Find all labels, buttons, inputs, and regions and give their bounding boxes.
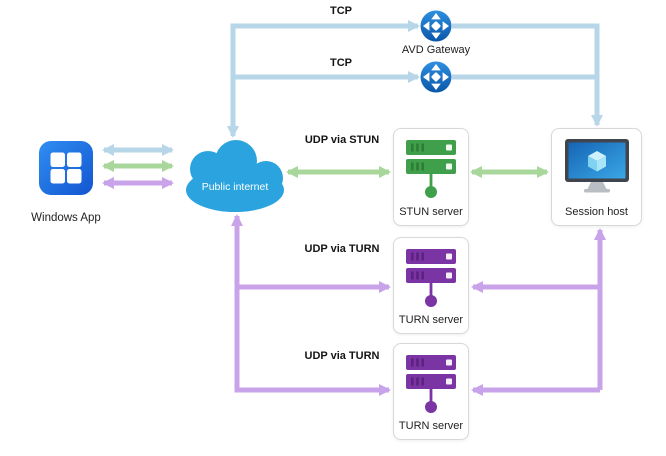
turn-server-icon-1 <box>406 249 456 307</box>
tcp-label-top: TCP <box>330 5 352 17</box>
session-host-monitor-icon <box>564 139 629 193</box>
tcp-label-bottom: TCP <box>330 57 352 69</box>
turn-server-icon-2 <box>406 355 456 413</box>
windows-app-label: Windows App <box>31 212 101 224</box>
turn-server-label-1: TURN server <box>398 314 464 326</box>
stun-server-icon <box>406 140 456 198</box>
turn-server-label-2: TURN server <box>398 420 464 432</box>
stun-server-node: STUN server <box>393 128 469 226</box>
public-internet-node: Public internet <box>176 138 294 214</box>
avd-gateway-icon-2 <box>420 61 452 93</box>
avd-gateway-icon-1 <box>420 10 452 42</box>
udp-via-turn-label-top: UDP via TURN <box>304 243 380 255</box>
windows-app-icon <box>39 141 93 195</box>
udp-via-turn-label-bottom: UDP via TURN <box>304 350 380 362</box>
tcp-line-gateway-1-to-session-host <box>452 23 603 127</box>
turn-server-node-1: TURN server <box>393 237 469 334</box>
avd-gateway-label: AVD Gateway <box>401 44 471 56</box>
stun-server-label: STUN server <box>399 206 463 218</box>
turn-server-node-2: TURN server <box>393 343 469 440</box>
public-internet-label: Public internet <box>201 181 269 193</box>
tcp-line-internet-to-gateway-1 <box>227 20 420 138</box>
turn-line-internet-to-turn-2 <box>234 285 391 396</box>
session-host-label: Session host <box>565 206 628 218</box>
udp-via-stun-label: UDP via STUN <box>304 134 380 146</box>
session-host-node: Session host <box>551 128 642 226</box>
cloud-icon <box>186 140 284 212</box>
